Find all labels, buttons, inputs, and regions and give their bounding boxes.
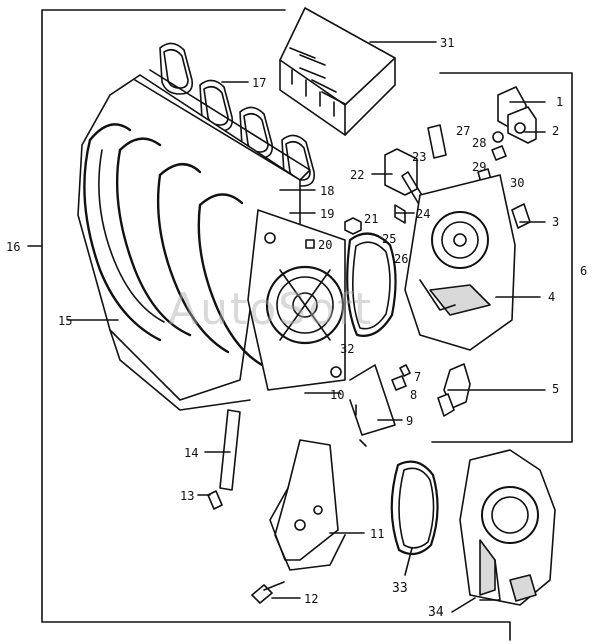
label-28: 28 — [472, 136, 487, 150]
label-23: 23 — [412, 150, 427, 164]
label-13: 13 — [180, 489, 195, 503]
label-8: 8 — [410, 388, 418, 402]
small-parts-18-21 — [280, 190, 361, 248]
throttle-gasket — [347, 234, 395, 336]
label-1: 1 — [556, 95, 564, 109]
throttle-flange-area — [248, 210, 345, 390]
label-20: 20 — [318, 238, 333, 252]
label-10: 10 — [330, 388, 345, 402]
label-19: 19 — [320, 207, 335, 221]
label-16: 16 — [6, 240, 21, 254]
gasket-33 — [392, 462, 438, 575]
label-11: 11 — [370, 527, 385, 541]
label-2: 2 — [552, 124, 560, 138]
label-9: 9 — [406, 414, 414, 428]
label-18: 18 — [320, 184, 335, 198]
bracket-16 — [28, 10, 510, 640]
throttle-body-34 — [452, 450, 555, 612]
bracket-plate-11 — [270, 393, 364, 570]
intake-manifold-15 — [68, 70, 310, 410]
label-31: 31 — [440, 36, 455, 50]
cover-part-31 — [280, 8, 436, 135]
label-26: 26 — [394, 252, 409, 266]
label-17: 17 — [252, 76, 267, 90]
actuator-motor-4 — [405, 175, 540, 350]
label-27: 27 — [456, 124, 471, 138]
label-5: 5 — [552, 382, 560, 396]
parts-7-9 — [350, 365, 410, 446]
right-side-parts — [438, 87, 545, 416]
label-32: 32 — [340, 342, 355, 356]
label-15: 15 — [58, 314, 73, 328]
label-22: 22 — [350, 168, 365, 182]
label-34: 34 — [428, 605, 444, 620]
label-29: 29 — [472, 160, 487, 174]
label-14: 14 — [184, 446, 199, 460]
actuator-cluster — [372, 125, 506, 244]
label-24: 24 — [416, 207, 431, 221]
fasteners-12-14 — [198, 410, 300, 603]
label-25: 25 — [382, 232, 397, 246]
label-6: 6 — [580, 264, 588, 278]
label-7: 7 — [414, 370, 422, 384]
bracket-6 — [432, 73, 572, 442]
label-4: 4 — [548, 290, 556, 304]
label-30: 30 — [510, 176, 525, 190]
label-12: 12 — [304, 592, 319, 606]
label-3: 3 — [552, 215, 560, 229]
watermark-text: AutoSoft — [168, 284, 373, 335]
label-21: 21 — [364, 212, 379, 226]
label-33: 33 — [392, 581, 408, 596]
